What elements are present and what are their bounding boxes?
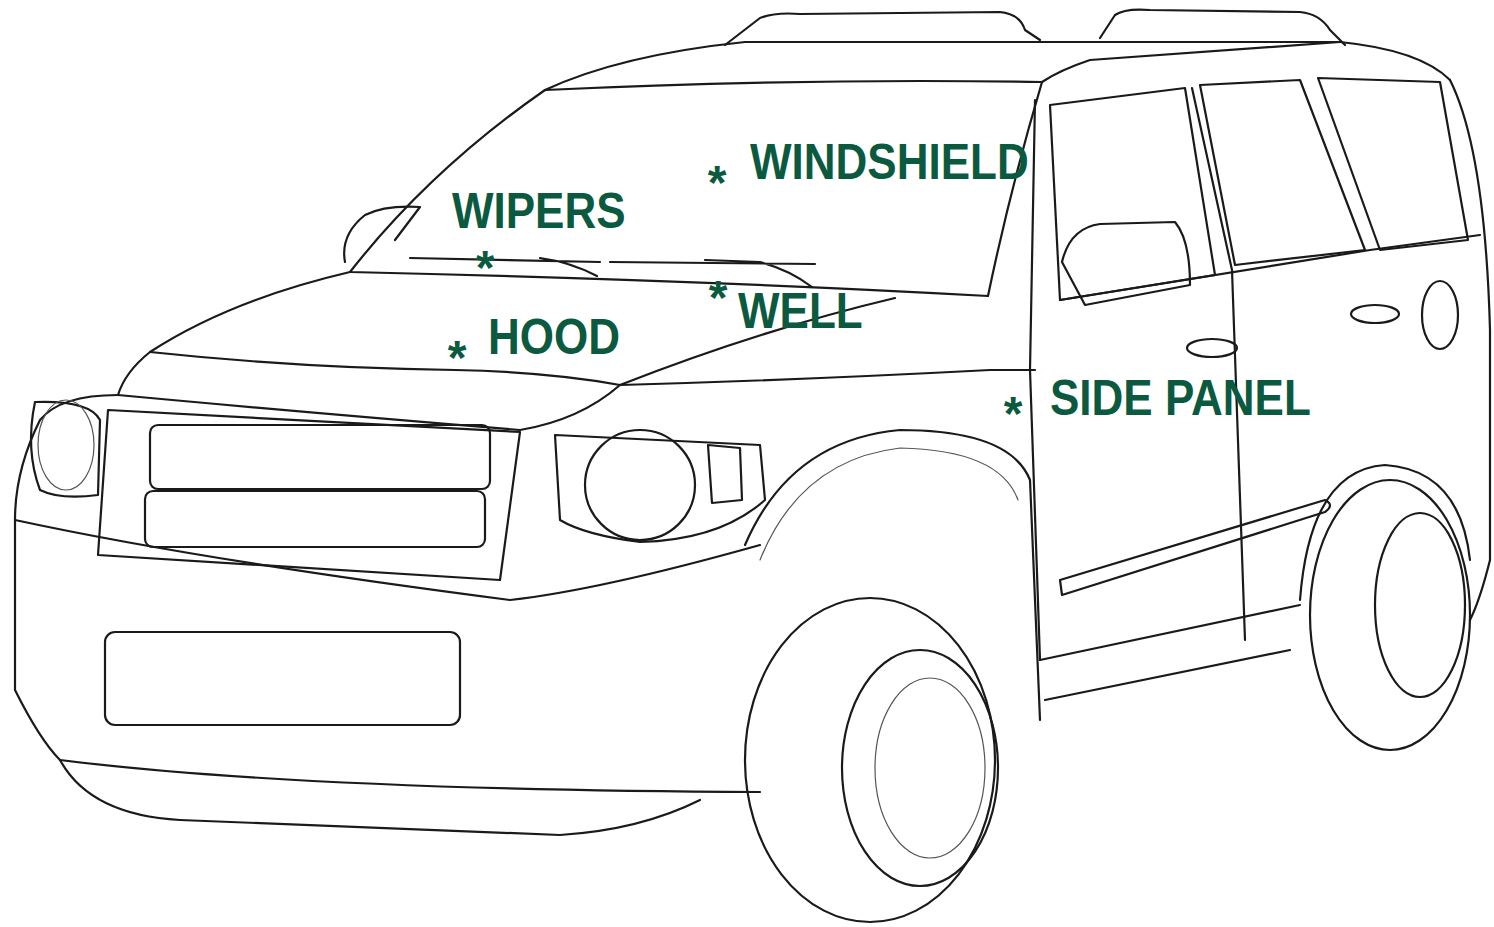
part-label: WIPERS bbox=[452, 185, 626, 236]
part-label: WELL bbox=[738, 285, 863, 336]
a-pillar bbox=[1042, 42, 1340, 82]
mirror bbox=[344, 207, 420, 262]
fuel-door bbox=[1422, 281, 1458, 349]
front-rim bbox=[842, 650, 998, 886]
grille-bar bbox=[145, 491, 485, 547]
marker-asterisk: * bbox=[448, 334, 467, 382]
windshield bbox=[350, 81, 1042, 296]
headlight-lens bbox=[585, 430, 695, 540]
body-front bbox=[15, 395, 760, 792]
front-tire bbox=[745, 598, 995, 922]
front-door bbox=[1030, 100, 1040, 660]
rear-tire bbox=[1310, 480, 1470, 750]
wheel-arch bbox=[760, 448, 1018, 560]
marker-asterisk: * bbox=[1004, 390, 1023, 438]
wheel-arch bbox=[745, 430, 1040, 720]
headlight bbox=[31, 402, 100, 497]
headlight bbox=[555, 435, 765, 542]
marker-asterisk: * bbox=[708, 159, 727, 207]
roof-line bbox=[545, 42, 1450, 90]
front-hub bbox=[875, 678, 985, 858]
part-label: HOOD bbox=[488, 311, 620, 362]
door-split bbox=[1192, 88, 1245, 640]
fender bbox=[620, 370, 1035, 385]
roof-rail bbox=[1100, 10, 1345, 45]
bumper-intake bbox=[105, 632, 460, 725]
part-label: WINDSHIELD bbox=[750, 136, 1029, 187]
rear-window bbox=[1200, 80, 1365, 265]
roof-rail bbox=[725, 12, 1040, 45]
rocker bbox=[1040, 605, 1300, 700]
hood bbox=[118, 272, 350, 395]
grille-bar bbox=[150, 425, 490, 489]
headlight bbox=[38, 400, 94, 490]
headlight-lens bbox=[708, 445, 742, 503]
bumper-line bbox=[15, 520, 760, 600]
part-label: SIDE PANEL bbox=[1050, 372, 1311, 423]
door-handle bbox=[1351, 305, 1399, 323]
wiper bbox=[410, 258, 600, 276]
mirror bbox=[1062, 222, 1190, 305]
rear-rim bbox=[1375, 513, 1465, 697]
bumper-lower bbox=[60, 760, 700, 835]
grille-frame bbox=[98, 410, 520, 580]
quarter-window bbox=[1318, 78, 1468, 250]
side-molding bbox=[1060, 500, 1330, 595]
marker-asterisk: * bbox=[709, 274, 728, 322]
marker-asterisk: * bbox=[476, 244, 495, 292]
door-handle bbox=[1187, 339, 1237, 357]
belt-line bbox=[1060, 235, 1480, 300]
